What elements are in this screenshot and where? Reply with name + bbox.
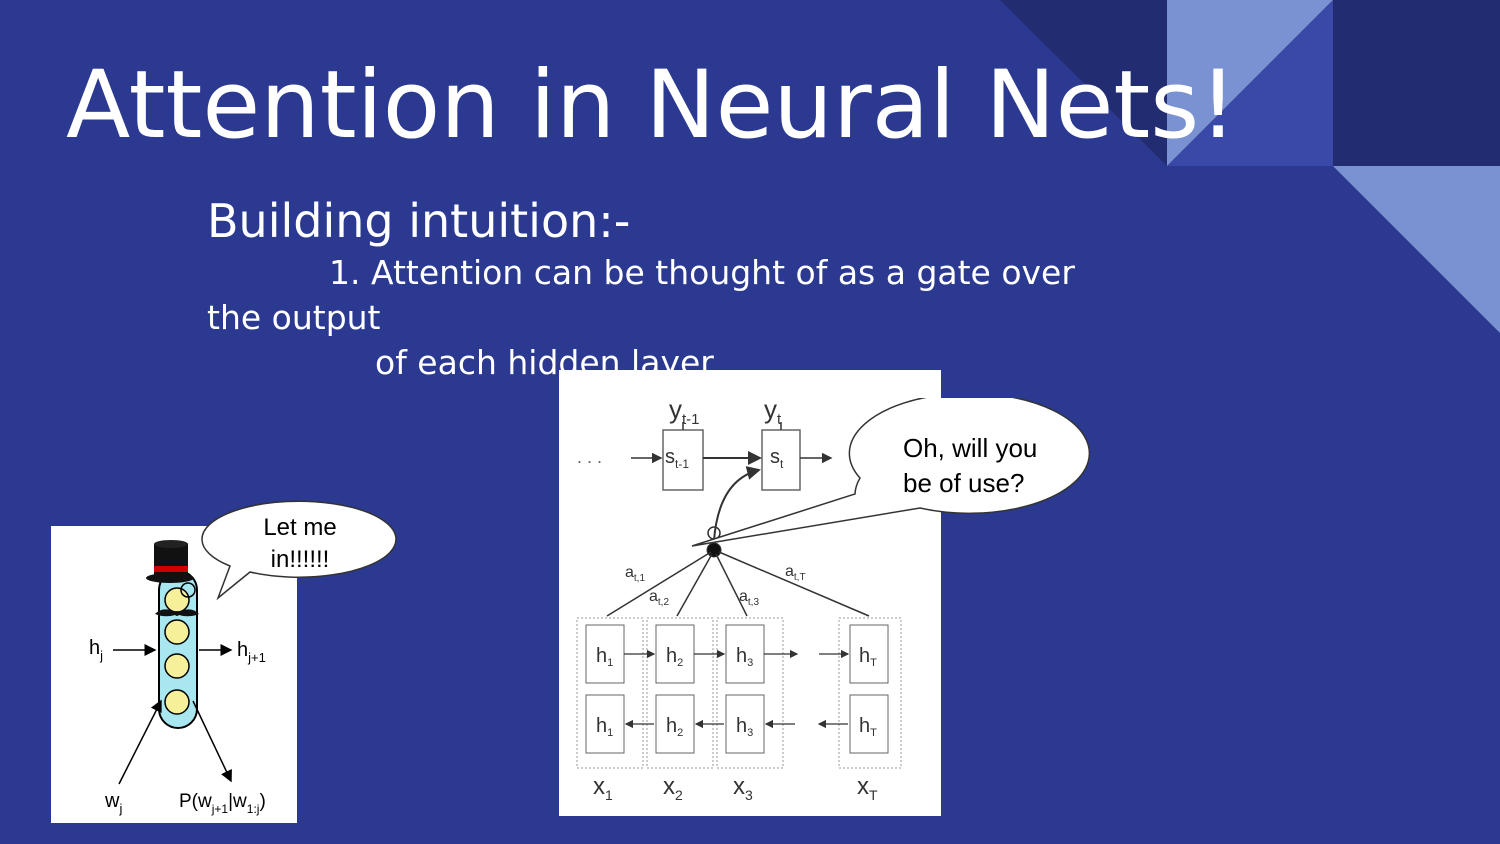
encoder-column-3: h3 h3 x3 (716, 617, 784, 803)
attention-mechanism-illustration: yt-1 yt st-1 st . . . at,1 at,2 at,3 at,… (576, 394, 902, 803)
right-bubble-line-1: Oh, will you (903, 433, 1037, 463)
neuron-circle (164, 587, 190, 613)
svg-text:h3: h3 (736, 715, 753, 739)
alpha-label-3: at,3 (739, 588, 759, 608)
output-label: hj+1 (237, 639, 266, 665)
rnn-cell-diagram: hj hj+1 wj P(wj+1|w1:j) (51, 526, 297, 823)
ellipsis-left: . . . (577, 447, 602, 467)
x-label-T: xT (857, 773, 878, 803)
x-label-3: x3 (733, 773, 753, 803)
probability-label: P(wj+1|w1:j) (179, 791, 266, 816)
left-bubble-line-1: Let me (263, 514, 336, 541)
prob-output-arrow (192, 700, 232, 783)
monocle-icon (180, 582, 196, 598)
encoder-column-2: h2 h2 x2 (646, 617, 714, 803)
alpha-label-T: at,T (785, 563, 806, 583)
left-bubble-line-2: in!!!!!! (271, 546, 330, 573)
right-speech-bubble: Oh, will you be of use? (691, 398, 1091, 547)
word-input-arrow (118, 699, 162, 785)
bullet-point-line-1: 1. Attention can be thought of as a gate… (329, 253, 1075, 292)
left-speech-bubble: Let me in!!!!!! (201, 500, 397, 601)
encoder-column-T: hT hT xT (838, 617, 902, 803)
slide-title: Attention in Neural Nets! (66, 51, 1237, 160)
neuron-circle (164, 689, 190, 715)
svg-text:h2: h2 (666, 645, 683, 669)
word-label: wj (104, 790, 122, 816)
svg-text:h3: h3 (736, 645, 753, 669)
svg-text:hT: hT (859, 645, 877, 669)
alpha-label-2: at,2 (649, 588, 669, 608)
x-label-1: x1 (593, 773, 613, 803)
svg-text:hT: hT (859, 715, 877, 739)
alpha-label-1: at,1 (625, 564, 645, 584)
svg-text:h2: h2 (666, 715, 683, 739)
y-curr-label: yt (764, 394, 782, 428)
encoder-column-1: h1 h1 x1 (576, 617, 644, 803)
s-curr-label: st (770, 446, 784, 471)
slide-subtitle: Building intuition:- (207, 194, 631, 248)
neuron-circle (164, 653, 190, 679)
svg-text:h1: h1 (596, 645, 613, 669)
svg-text:h1: h1 (596, 715, 613, 739)
bullet-point-line-2: the output (207, 298, 381, 337)
y-prev-label: yt-1 (669, 394, 700, 428)
moustache-icon (155, 609, 199, 617)
state-box-prev (662, 429, 704, 491)
top-hat-icon (146, 540, 194, 583)
input-label: hj (89, 637, 103, 663)
right-bubble-line-2: be of use? (903, 468, 1024, 498)
s-prev-label: st-1 (665, 446, 689, 471)
rnn-cell-illustration: hj hj+1 wj P(wj+1|w1:j) (89, 540, 266, 816)
state-box-curr (761, 429, 801, 491)
x-label-2: x2 (663, 773, 683, 803)
neuron-circle (164, 619, 190, 645)
